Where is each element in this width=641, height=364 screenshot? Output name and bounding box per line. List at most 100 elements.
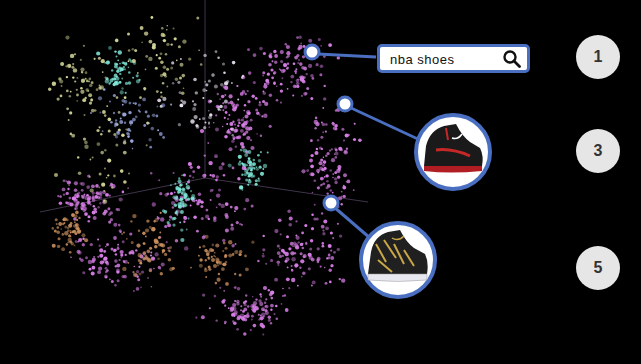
data-point: [76, 100, 78, 102]
data-point: [117, 132, 119, 134]
marker-dot: [305, 45, 319, 59]
data-point: [145, 236, 147, 238]
data-point: [57, 98, 60, 101]
data-point: [116, 68, 118, 70]
data-point: [331, 158, 335, 162]
data-point: [110, 82, 112, 84]
data-point: [218, 189, 221, 192]
data-point: [260, 135, 262, 137]
data-point: [124, 260, 128, 264]
data-point: [342, 186, 346, 190]
data-point: [129, 102, 132, 105]
data-point: [103, 88, 106, 91]
data-point: [283, 63, 287, 67]
data-point: [262, 71, 265, 74]
data-point: [88, 220, 91, 223]
data-point: [222, 109, 224, 111]
data-point: [81, 182, 85, 186]
data-point: [258, 159, 262, 163]
data-point: [201, 315, 205, 319]
data-point: [155, 67, 158, 70]
data-point: [127, 187, 129, 189]
data-point: [108, 118, 112, 122]
data-point: [287, 55, 290, 58]
data-point: [56, 223, 58, 225]
data-point: [98, 86, 101, 89]
data-point: [182, 206, 184, 208]
data-point: [136, 74, 139, 77]
data-point: [216, 206, 218, 208]
data-point: [107, 159, 111, 163]
data-point: [56, 231, 60, 235]
data-point: [244, 153, 248, 157]
data-point: [333, 251, 336, 254]
data-point: [52, 244, 56, 248]
data-point: [322, 242, 325, 245]
data-point: [91, 184, 95, 188]
data-point: [213, 122, 215, 124]
data-point: [151, 127, 155, 131]
data-point: [152, 114, 156, 118]
data-point: [271, 297, 274, 300]
data-point: [287, 210, 290, 213]
data-point: [171, 61, 174, 64]
data-point: [263, 85, 267, 89]
data-point: [132, 59, 136, 63]
data-point: [66, 90, 69, 93]
data-point: [329, 281, 332, 284]
data-point: [213, 264, 217, 268]
data-point: [232, 134, 234, 136]
data-point: [257, 260, 260, 263]
data-point: [228, 307, 230, 309]
data-point: [248, 157, 251, 160]
data-point: [199, 118, 201, 120]
data-point: [96, 129, 99, 132]
data-point: [186, 185, 190, 189]
data-point: [180, 104, 184, 108]
data-point: [205, 259, 207, 261]
data-point: [320, 45, 322, 47]
data-point: [127, 32, 130, 35]
data-point: [151, 227, 155, 231]
data-point: [81, 203, 83, 205]
data-point: [98, 193, 101, 196]
data-point: [89, 176, 91, 178]
data-point: [121, 233, 123, 235]
data-point: [262, 75, 264, 77]
data-point: [256, 166, 258, 168]
data-point: [236, 221, 239, 224]
data-point: [65, 65, 67, 67]
data-point: [129, 232, 132, 235]
data-point: [128, 71, 131, 74]
data-point: [179, 184, 182, 187]
data-point: [83, 45, 85, 47]
data-point: [175, 186, 179, 190]
data-point: [92, 266, 96, 270]
data-point: [280, 89, 283, 92]
data-point: [252, 95, 255, 98]
data-point: [290, 242, 294, 246]
data-point: [206, 209, 209, 212]
callout-circle: 3: [576, 129, 620, 173]
data-point: [134, 266, 136, 268]
data-point: [250, 169, 252, 171]
data-point: [190, 166, 193, 169]
data-point: [73, 224, 77, 228]
data-point: [298, 59, 300, 61]
data-point: [221, 95, 225, 99]
data-point: [341, 278, 345, 282]
data-point: [61, 247, 65, 251]
data-point: [178, 206, 181, 209]
data-point: [215, 243, 219, 247]
data-point: [202, 88, 206, 92]
data-point: [262, 168, 264, 170]
data-point: [216, 319, 218, 321]
data-point: [118, 111, 121, 114]
data-point: [260, 172, 264, 176]
data-point: [124, 68, 126, 70]
data-point: [314, 127, 316, 129]
data-point: [317, 186, 320, 189]
data-point: [114, 124, 117, 127]
data-point: [316, 148, 318, 150]
data-point: [90, 159, 92, 161]
